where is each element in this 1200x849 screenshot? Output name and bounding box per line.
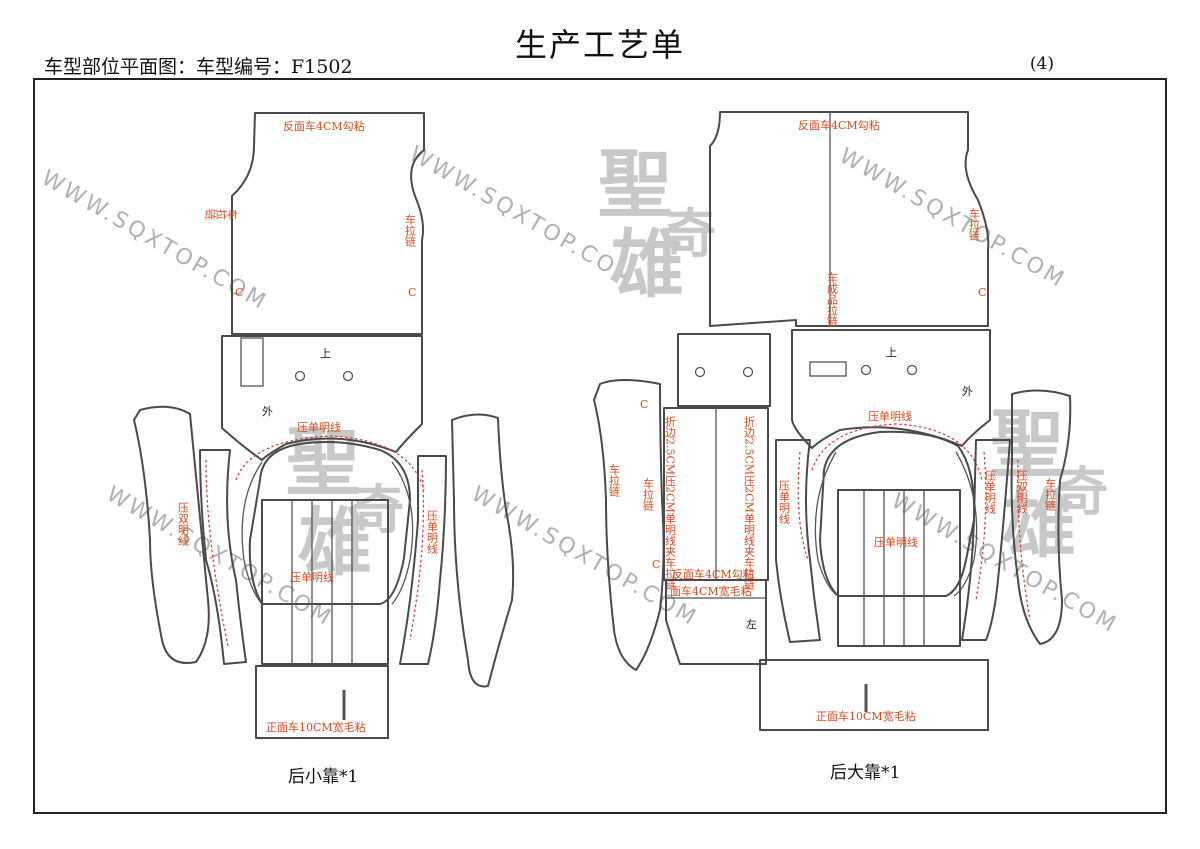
right-hole-1 xyxy=(694,366,706,378)
left-press-line-center: 压单明线 xyxy=(290,570,334,584)
left-hole-2 xyxy=(342,370,354,382)
left-stitch-right xyxy=(409,469,425,641)
right-c-mark-left-top: C xyxy=(640,398,648,411)
right-left-mark: 左 xyxy=(746,618,757,631)
right-press-single-left: 压单明线 xyxy=(778,480,791,524)
left-inner-strip-right xyxy=(399,455,447,665)
left-zip-note-left: 车拉链 xyxy=(205,208,239,221)
left-outer-wing-left xyxy=(133,405,210,664)
left-pleated-panel xyxy=(261,499,389,665)
right-inner-strip-left xyxy=(775,439,821,643)
left-top-seam-note: 反面车4CM勾粘 xyxy=(283,119,365,133)
right-zip-left-inner: 车拉链 xyxy=(642,477,655,511)
right-zip-note-right: 车拉链 xyxy=(968,207,981,241)
page-title: 生产工艺单 xyxy=(514,26,685,64)
left-pattern-caption: 后小靠*1 xyxy=(288,767,359,787)
right-finished-zip-note: 车成品拉链 xyxy=(826,271,839,327)
left-pattern: 反面车4CM勾粘 车拉链 车拉链 C C 上 外 压单明线 压双明线 压单明线 xyxy=(133,112,515,739)
right-press-double-right: 压双明线 xyxy=(1016,470,1029,514)
right-press-line-center: 压单明线 xyxy=(874,535,918,549)
right-c-mark-left-bottom: C xyxy=(652,558,660,571)
right-side-bolster-left xyxy=(814,451,839,597)
right-up-mark: 上 xyxy=(886,346,897,359)
right-top-panel xyxy=(709,111,990,327)
right-side-bolster-right xyxy=(953,451,978,597)
left-hole-1 xyxy=(294,370,306,382)
left-press-double: 压双明线 xyxy=(177,502,190,546)
right-slot xyxy=(809,361,847,377)
page-number: (4) xyxy=(1029,54,1054,74)
watermark-url-3: WWW.SQXTOP.COM xyxy=(835,144,1070,294)
right-hole-3 xyxy=(860,364,872,376)
model-subtitle: 车型部位平面图：车型编号：F1502 xyxy=(44,56,353,78)
right-zip-far-right: 车拉链 xyxy=(1044,477,1057,511)
right-bottom-flap xyxy=(759,659,989,731)
right-c-mark-right: C xyxy=(978,286,986,299)
right-bottom-seam-note: 正面车10CM宽毛粘 xyxy=(816,709,916,723)
watermark-logo-char-5: 奇 xyxy=(352,480,404,541)
left-outer-wing-right xyxy=(451,413,515,688)
right-pleated-panel xyxy=(837,489,961,647)
left-zip-note-right: 车拉链 xyxy=(404,213,417,247)
right-outer-wing-right xyxy=(1010,389,1072,645)
right-stitch-strip-right xyxy=(975,451,987,601)
left-stitch-cushion xyxy=(235,435,425,491)
left-out-mark: 外 xyxy=(262,405,273,418)
right-press-line-top: 压单明线 xyxy=(868,409,912,423)
left-inner-tab xyxy=(240,337,264,387)
right-hole-2 xyxy=(742,366,754,378)
right-fold-note-left: 折边2.5CM压2CM单明线夹车拉链 xyxy=(664,415,677,590)
right-middle-left xyxy=(677,333,771,407)
right-flap-seam-note: 反面车4CM勾粘 xyxy=(672,567,754,581)
left-bottom-flap xyxy=(255,665,389,739)
right-pattern: 反面车4CM勾粘 车拉链 C 车成品拉链 上 外 压单明线 折边2.5CM压2C… xyxy=(593,111,1072,731)
left-stitch-strip xyxy=(205,459,229,647)
drawing-frame xyxy=(33,78,1167,814)
right-fold-note-right: 折边2.5CM压2CM单明线夹车拉链 xyxy=(743,415,756,590)
left-c-mark-right: C xyxy=(408,286,416,299)
watermark-logo-char-1: 聖 xyxy=(598,142,672,228)
left-press-single-right: 压单明线 xyxy=(426,510,439,554)
right-flap-seam-note-2: 面车4CM宽毛粘 xyxy=(670,584,752,598)
left-seat-cushion xyxy=(248,441,411,605)
right-middle-right xyxy=(791,329,991,449)
left-middle-panel xyxy=(221,335,423,461)
right-pattern-caption: 后大靠*1 xyxy=(830,763,901,783)
right-hole-4 xyxy=(906,364,918,376)
watermark-logo-char-7: 聖 xyxy=(990,402,1064,488)
right-outer-wing-left xyxy=(593,379,665,671)
watermark-logo-char-3: 雄 xyxy=(610,222,684,308)
watermark-logo-char-6: 雄 xyxy=(298,500,372,586)
right-inner-strip-right xyxy=(961,439,1011,641)
left-top-panel xyxy=(231,112,425,335)
right-top-seam-note: 反面车4CM勾粘 xyxy=(798,118,880,132)
watermark-logo-char-2: 奇 xyxy=(664,204,716,265)
left-side-bolster-left xyxy=(241,461,263,605)
right-zip-left-outer: 车拉链 xyxy=(608,463,621,497)
left-inner-strip-left xyxy=(199,449,247,665)
right-stitch-cushion xyxy=(811,423,983,481)
watermark-logo-char-4: 聖 xyxy=(286,420,360,506)
left-bottom-seam-note: 正面车10CM宽毛粘 xyxy=(266,720,366,734)
right-stitch-wing xyxy=(1017,459,1031,621)
left-side-bolster-right xyxy=(391,461,414,605)
right-lower-flap xyxy=(665,579,767,665)
watermark-logo-char-8: 奇 xyxy=(1056,462,1108,523)
right-press-single-right: 压单明线 xyxy=(984,470,997,514)
left-press-line-top: 压单明线 xyxy=(297,420,341,434)
left-c-mark-left: C xyxy=(235,286,243,299)
left-up-mark: 上 xyxy=(320,347,331,360)
right-stitch-strip-left xyxy=(797,451,809,561)
right-out-mark: 外 xyxy=(962,385,973,398)
